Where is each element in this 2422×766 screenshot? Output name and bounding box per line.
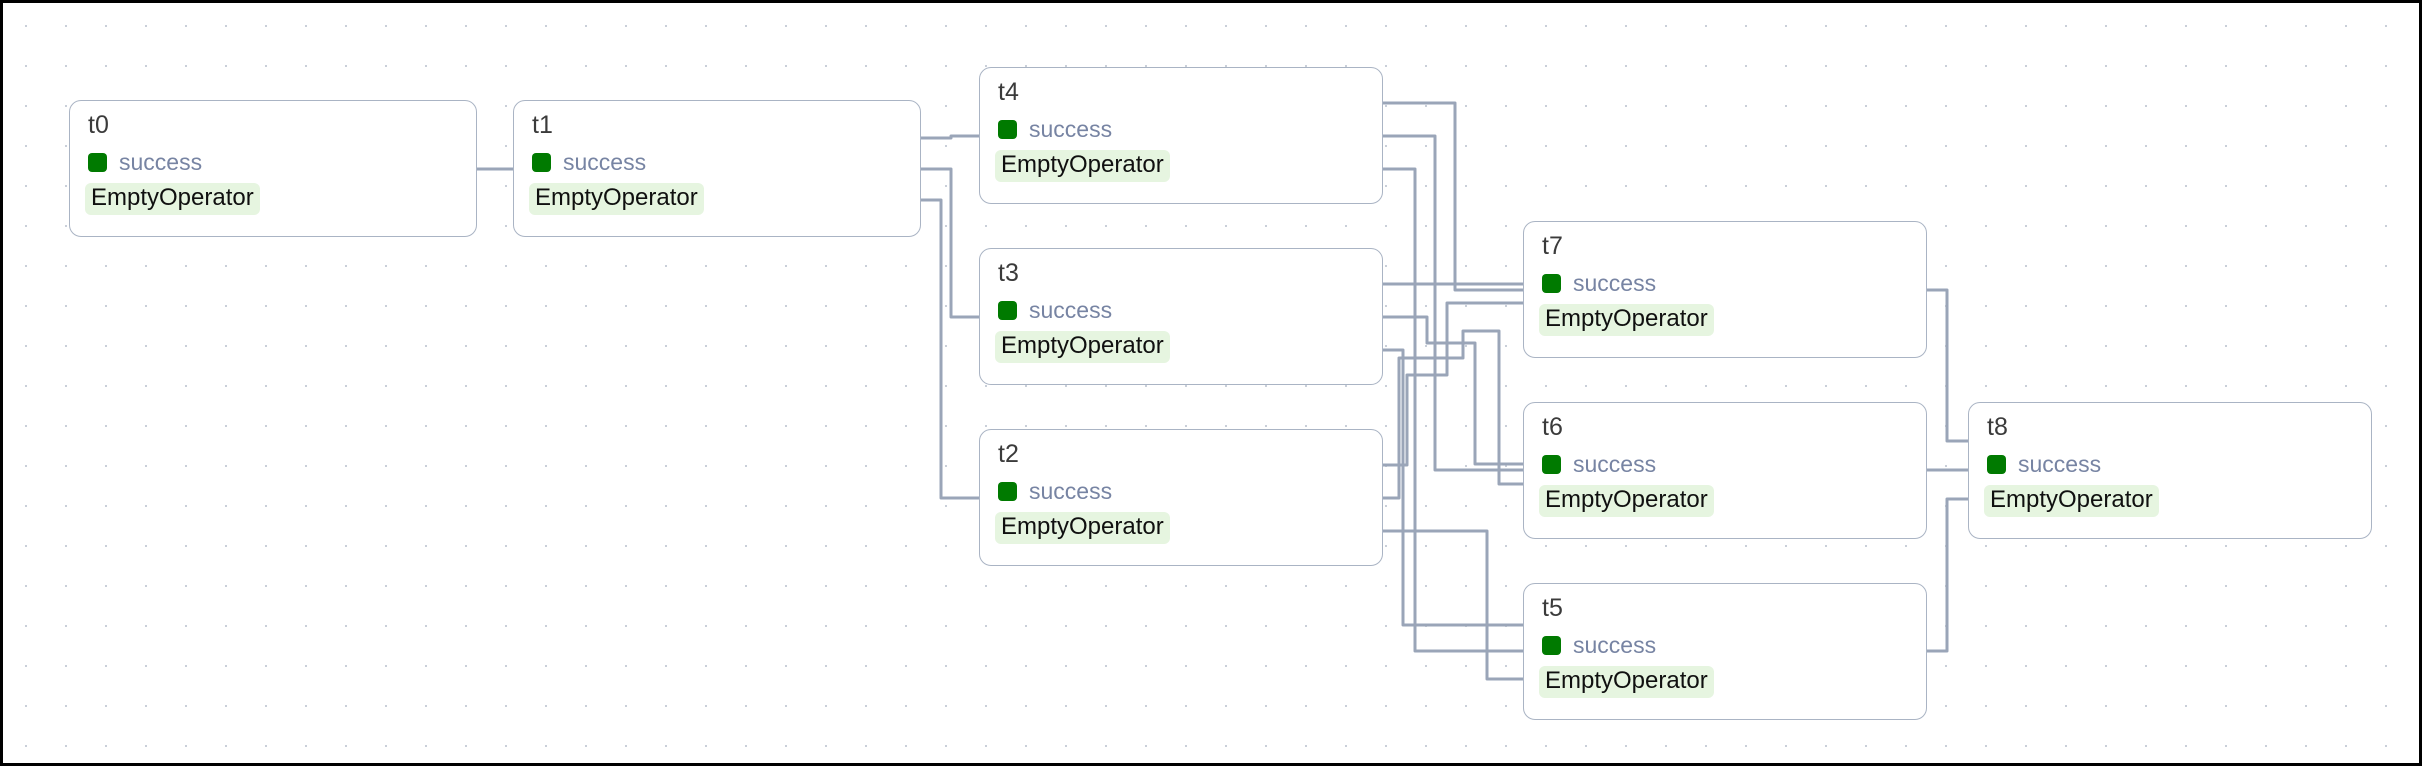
graph-edge (1383, 329, 1523, 500)
task-operator-chip: EmptyOperator (995, 150, 1170, 182)
task-state-row: success (1542, 453, 1656, 476)
task-state-label: success (2018, 451, 2102, 477)
success-status-icon (1542, 455, 1561, 474)
task-state-label: success (1029, 116, 1113, 142)
success-status-icon (998, 120, 1017, 139)
task-state-row: success (1542, 272, 1656, 295)
task-state-label: success (119, 149, 203, 175)
task-operator-chip: EmptyOperator (529, 183, 704, 215)
task-node-title: t1 (532, 111, 554, 139)
graph-edge (1927, 497, 1968, 653)
task-node-title: t6 (1542, 413, 1564, 441)
graph-edge (921, 134, 979, 140)
success-status-icon (88, 153, 107, 172)
task-state-label: success (1573, 270, 1657, 296)
task-operator-chip: EmptyOperator (1539, 304, 1714, 336)
task-state-label: success (563, 149, 647, 175)
task-state-row: success (998, 118, 1112, 141)
task-operator-chip: EmptyOperator (1539, 485, 1714, 517)
task-state-row: success (1542, 634, 1656, 657)
task-operator-chip: EmptyOperator (995, 331, 1170, 363)
success-status-icon (1542, 274, 1561, 293)
task-operator-chip: EmptyOperator (85, 183, 260, 215)
task-operator-chip: EmptyOperator (1984, 485, 2159, 517)
task-node-title: t2 (998, 440, 1020, 468)
graph-edge (921, 198, 979, 500)
task-node-title: t8 (1987, 413, 2009, 441)
graph-edge (1383, 315, 1523, 466)
task-operator-chip: EmptyOperator (1539, 666, 1714, 698)
success-status-icon (532, 153, 551, 172)
success-status-icon (1542, 636, 1561, 655)
task-node-title: t3 (998, 259, 1020, 287)
graph-edge (1383, 167, 1523, 653)
task-state-row: success (88, 151, 202, 174)
graph-edge (1383, 301, 1523, 467)
task-node-title: t4 (998, 78, 1020, 106)
graph-edge (1383, 101, 1523, 292)
success-status-icon (1987, 455, 2006, 474)
success-status-icon (998, 482, 1017, 501)
task-state-label: success (1029, 478, 1113, 504)
success-status-icon (998, 301, 1017, 320)
task-state-label: success (1573, 451, 1657, 477)
task-state-label: success (1029, 297, 1113, 323)
task-state-row: success (532, 151, 646, 174)
task-operator-chip: EmptyOperator (995, 512, 1170, 544)
task-state-row: success (998, 480, 1112, 503)
graph-edge (921, 167, 979, 319)
task-node-title: t0 (88, 111, 110, 139)
task-state-label: success (1573, 632, 1657, 658)
task-node-title: t5 (1542, 594, 1564, 622)
graph-edge (1383, 348, 1523, 627)
graph-edge (1383, 529, 1523, 681)
task-state-row: success (1987, 453, 2101, 476)
task-node-title: t7 (1542, 232, 1564, 260)
graph-edge (1927, 288, 1968, 443)
graph-edge (1383, 134, 1523, 472)
task-state-row: success (998, 299, 1112, 322)
